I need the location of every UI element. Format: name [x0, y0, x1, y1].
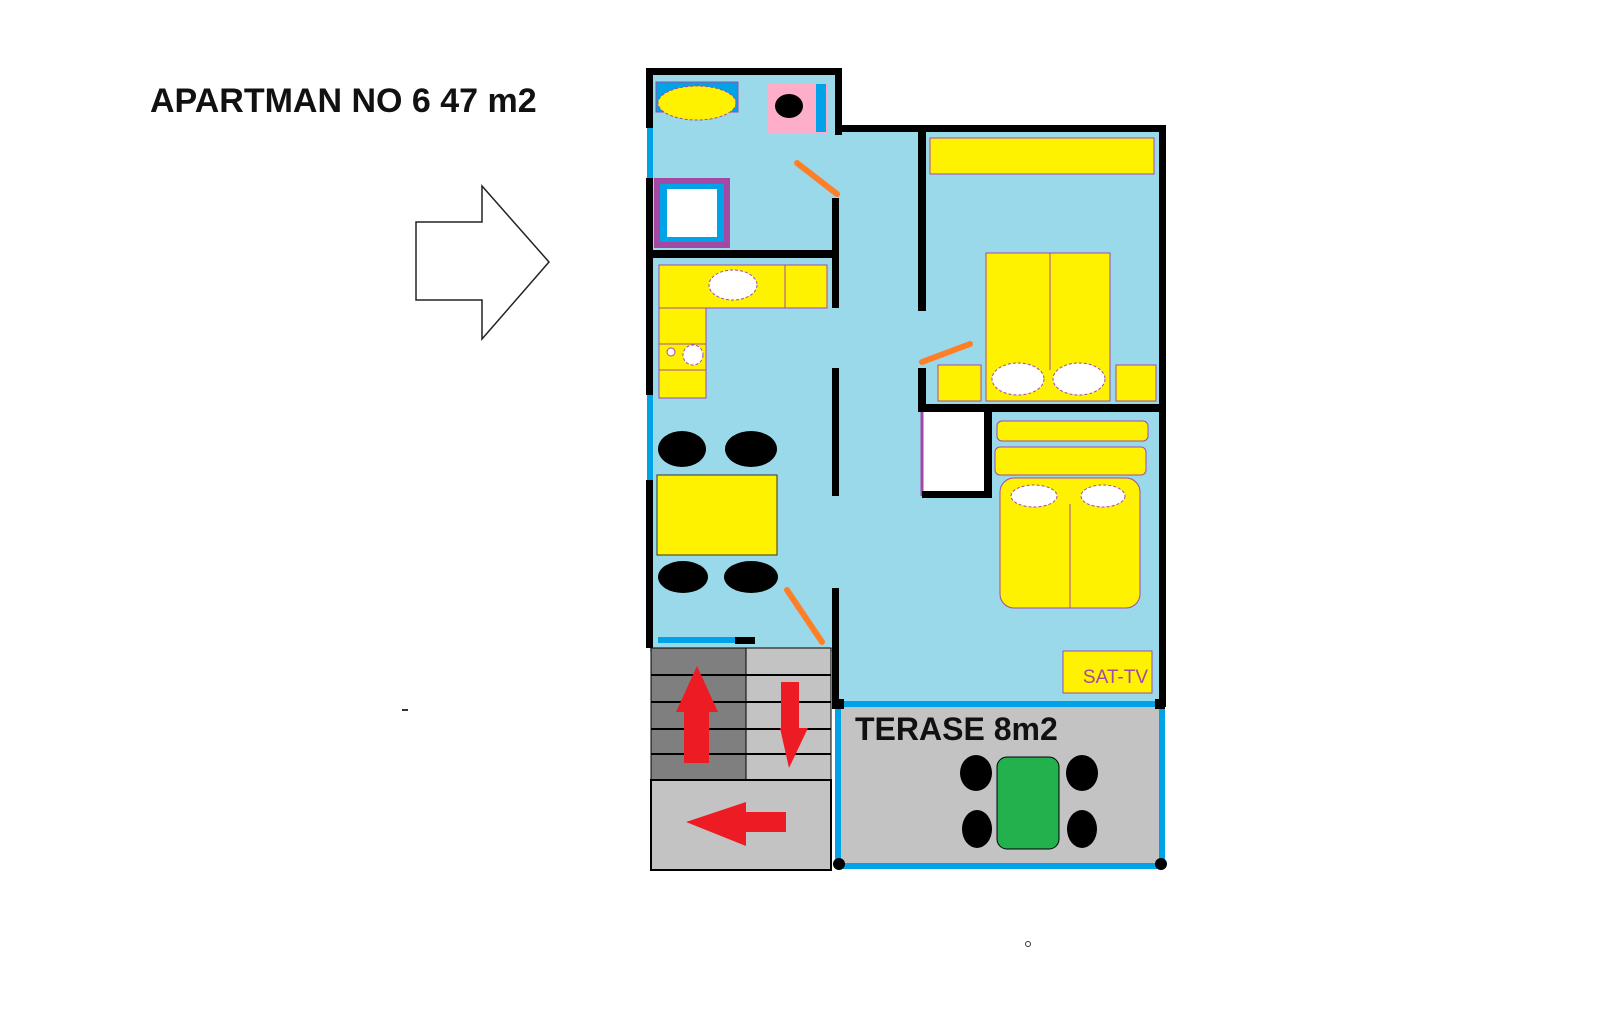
- entrance-arrow-icon: [415, 184, 550, 342]
- walls: [646, 68, 1166, 707]
- terrace: TERASE 8m2: [832, 699, 1167, 870]
- plan-title: APARTMAN NO 6 47 m2: [150, 82, 537, 120]
- arrow-left-icon: [686, 802, 786, 846]
- bathroom: [654, 81, 827, 248]
- tv-unit: [1062, 650, 1153, 694]
- toilet-tank: [816, 84, 826, 132]
- arrow-down-icon: [780, 682, 808, 768]
- staircase: [650, 647, 832, 871]
- nightstand: [1115, 364, 1157, 402]
- toilet-bowl: [775, 94, 803, 118]
- dining-table: [656, 474, 778, 556]
- kitchen: [658, 264, 828, 399]
- nightstand: [937, 364, 982, 402]
- stray-mark: [402, 709, 408, 711]
- closet: [922, 410, 984, 493]
- stray-mark: [1025, 941, 1031, 947]
- wardrobe: [929, 137, 1155, 175]
- bedroom-1: [929, 137, 1157, 402]
- kitchen-sink: [708, 269, 758, 301]
- tv-label: SAT-TV: [1083, 667, 1148, 688]
- sink: [657, 85, 737, 121]
- bedroom-2: SAT-TV: [920, 410, 1153, 694]
- terrace-label: TERASE 8m2: [855, 711, 1058, 747]
- terrace-table: [996, 756, 1060, 850]
- arrow-up-icon: [676, 666, 718, 763]
- dining-set: [656, 431, 778, 593]
- doors: [784, 160, 973, 645]
